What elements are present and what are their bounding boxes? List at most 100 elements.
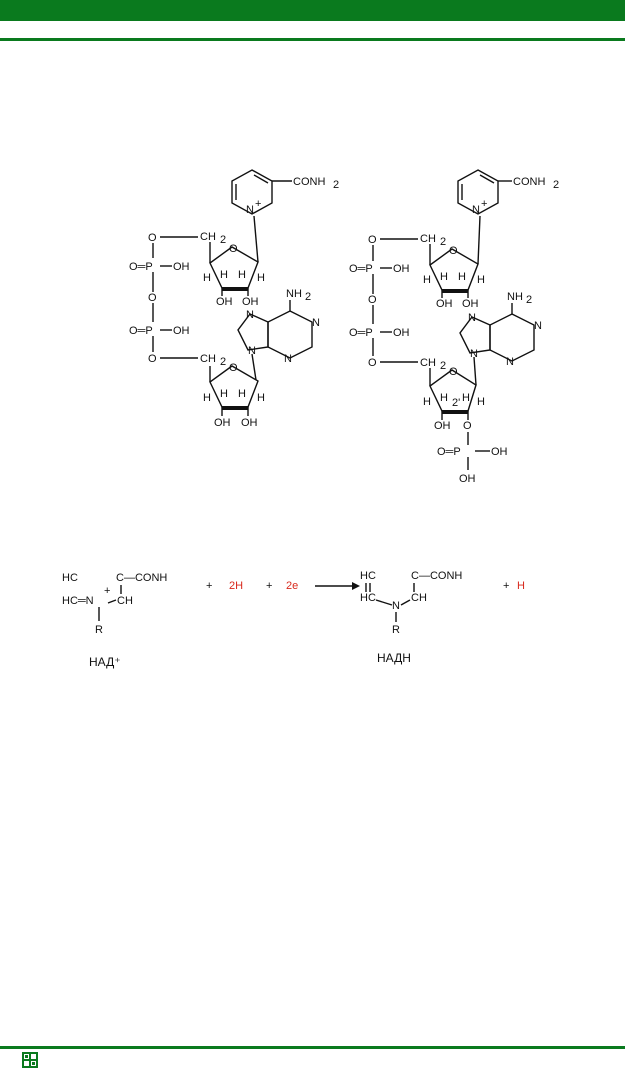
- svg-text:O: O: [449, 245, 458, 257]
- svg-text:OH: OH: [434, 420, 451, 432]
- svg-text:CH: CH: [420, 233, 436, 245]
- svg-text:CH: CH: [200, 353, 216, 365]
- pyridinium-n-label: N: [246, 204, 254, 216]
- svg-text:2: 2: [553, 179, 559, 191]
- svg-text:N: N: [312, 317, 320, 329]
- svg-text:O: O: [368, 294, 377, 306]
- footer-rule: [0, 1046, 625, 1049]
- svg-text:HC: HC: [62, 572, 78, 584]
- svg-text:H: H: [203, 272, 211, 284]
- svg-text:O: O: [148, 353, 157, 365]
- svg-text:+: +: [481, 198, 487, 210]
- nadp-structure: CONH 2 N + O OH OH H H H H CH 2 O O═P OH…: [349, 169, 559, 485]
- svg-text:+: +: [266, 580, 272, 592]
- svg-text:C—CONH: C—CONH: [116, 572, 167, 584]
- svg-text:CH: CH: [411, 592, 427, 604]
- svg-text:CONH: CONH: [513, 176, 545, 188]
- svg-text:N: N: [506, 356, 514, 368]
- two-e-label: 2e: [286, 580, 298, 592]
- svg-text:+: +: [255, 198, 261, 210]
- svg-text:H: H: [440, 392, 448, 404]
- svg-text:N: N: [284, 353, 292, 365]
- svg-text:OH: OH: [491, 446, 508, 458]
- svg-text:H: H: [423, 396, 431, 408]
- svg-text:2: 2: [220, 234, 226, 246]
- svg-text:OH: OH: [242, 296, 259, 308]
- svg-text:H: H: [220, 269, 228, 281]
- svg-text:R: R: [392, 624, 400, 636]
- svg-text:H: H: [238, 269, 246, 281]
- svg-text:OH: OH: [241, 417, 258, 429]
- nad-structure: CONH 2 N + O OH OH H H H H CH 2 O O═P OH…: [129, 169, 339, 429]
- svg-text:OH: OH: [393, 263, 410, 275]
- svg-text:O: O: [368, 234, 377, 246]
- svg-text:+: +: [503, 580, 509, 592]
- svg-text:O: O: [148, 232, 157, 244]
- svg-text:2: 2: [526, 294, 532, 306]
- h-plus-label: H: [517, 580, 525, 592]
- svg-text:N: N: [534, 320, 542, 332]
- svg-text:O: O: [229, 243, 238, 255]
- svg-text:H: H: [220, 388, 228, 400]
- svg-text:OH: OH: [393, 327, 410, 339]
- svg-text:N: N: [392, 600, 400, 612]
- svg-text:+: +: [104, 585, 110, 597]
- svg-text:OH: OH: [436, 298, 453, 310]
- svg-text:2': 2': [452, 397, 460, 409]
- svg-text:H: H: [477, 274, 485, 286]
- svg-text:N: N: [470, 348, 478, 360]
- svg-text:O: O: [229, 362, 238, 374]
- svg-text:O═P: O═P: [129, 325, 153, 337]
- svg-text:N: N: [472, 204, 480, 216]
- svg-text:N: N: [246, 309, 254, 321]
- svg-text:C—CONH: C—CONH: [411, 570, 462, 582]
- svg-text:R: R: [95, 624, 103, 636]
- two-h-label: 2H: [229, 580, 243, 592]
- svg-text:2: 2: [220, 356, 226, 368]
- svg-text:O: O: [368, 357, 377, 369]
- svg-text:HC: HC: [360, 592, 376, 604]
- svg-text:O═P: O═P: [349, 327, 373, 339]
- svg-text:O: O: [463, 420, 472, 432]
- header-bar: [0, 0, 625, 21]
- svg-text:2: 2: [440, 360, 446, 372]
- svg-text:H: H: [462, 392, 470, 404]
- svg-text:CH: CH: [200, 231, 216, 243]
- svg-text:O═P: O═P: [129, 261, 153, 273]
- svg-text:OH: OH: [459, 473, 476, 485]
- nad-plus-label: НАД⁺: [89, 655, 121, 669]
- svg-text:OH: OH: [214, 417, 231, 429]
- svg-text:HC═N: HC═N: [62, 595, 94, 607]
- svg-text:O═P: O═P: [437, 446, 461, 458]
- svg-text:H: H: [440, 271, 448, 283]
- site-logo-icon: [22, 1052, 38, 1068]
- svg-text:2: 2: [333, 179, 339, 191]
- header-rule: [0, 38, 625, 41]
- svg-text:OH: OH: [216, 296, 233, 308]
- svg-text:NH: NH: [507, 291, 523, 303]
- reaction-equation: HC C—CONH HC═N + CH R НАД⁺ + 2H + 2e HC …: [62, 570, 525, 669]
- svg-text:+: +: [206, 580, 212, 592]
- svg-text:O: O: [148, 292, 157, 304]
- svg-text:CH: CH: [420, 357, 436, 369]
- svg-text:O═P: O═P: [349, 263, 373, 275]
- svg-text:H: H: [257, 272, 265, 284]
- svg-text:OH: OH: [173, 325, 190, 337]
- svg-text:H: H: [477, 396, 485, 408]
- svg-text:O: O: [449, 366, 458, 378]
- svg-text:2: 2: [440, 236, 446, 248]
- svg-text:H: H: [458, 271, 466, 283]
- arrow-head-icon: [352, 582, 360, 590]
- svg-text:H: H: [203, 392, 211, 404]
- svg-text:H: H: [257, 392, 265, 404]
- carboxamide-label: CONH: [293, 176, 325, 188]
- svg-text:N: N: [468, 312, 476, 324]
- amine-label: NH: [286, 288, 302, 300]
- svg-text:H: H: [423, 274, 431, 286]
- svg-text:2: 2: [305, 291, 311, 303]
- svg-text:H: H: [238, 388, 246, 400]
- nadh-label: НАДН: [377, 651, 411, 665]
- svg-text:OH: OH: [462, 298, 479, 310]
- svg-text:OH: OH: [173, 261, 190, 273]
